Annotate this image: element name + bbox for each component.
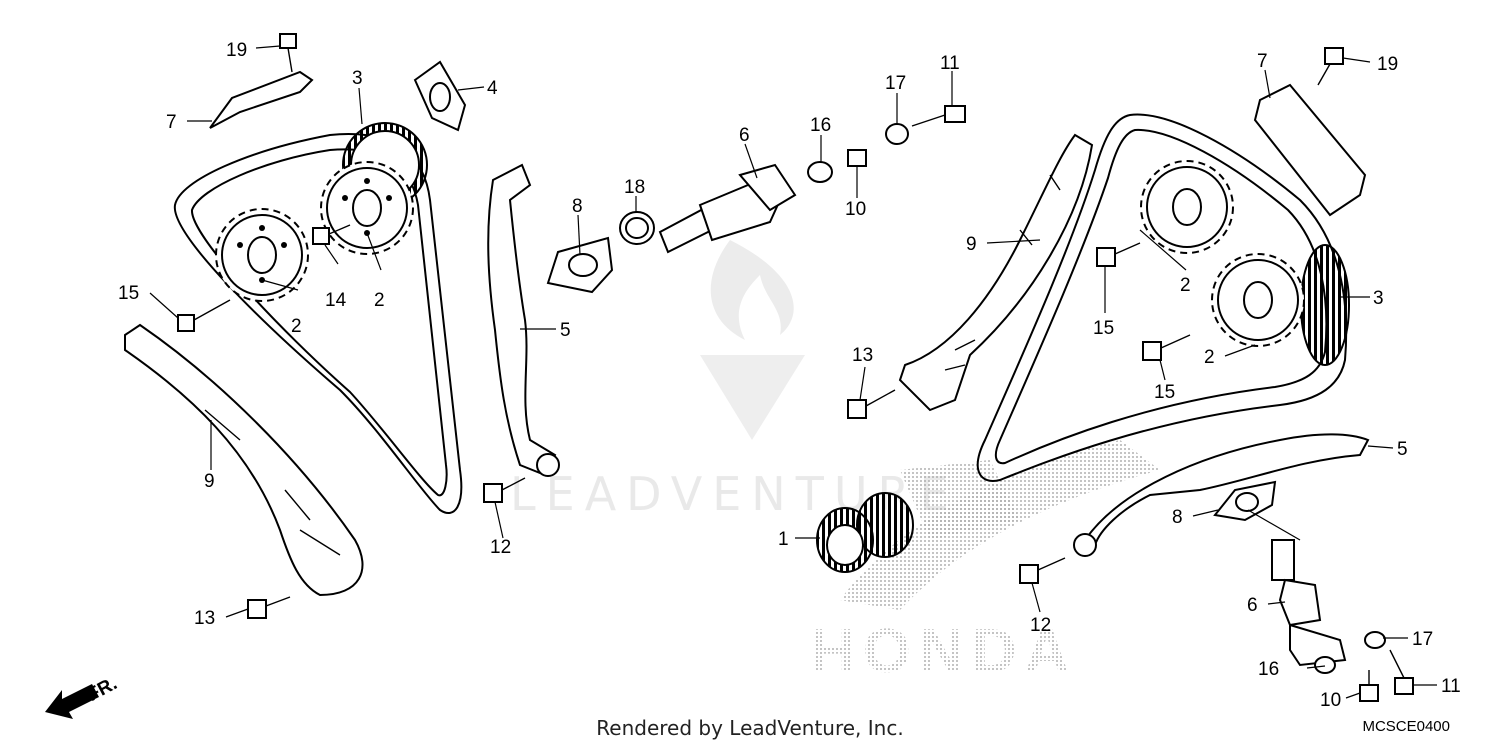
diagram-code: MCSCE0400 (1362, 718, 1450, 735)
washer-16-right (1314, 656, 1336, 674)
washer-17-center (885, 123, 909, 145)
credit-text: Rendered by LeadVenture, Inc. (596, 716, 904, 740)
cam-sprocket-right-b (1211, 253, 1305, 347)
callouts: 19 7 3 4 15 14 2 2 9 13 5 12 8 18 6 16 1… (118, 40, 1461, 711)
callout-5-right: 5 (1397, 439, 1408, 460)
callout-15-right-b: 15 (1154, 382, 1175, 403)
callout-6-right: 6 (1247, 595, 1258, 616)
callout-15-right-a: 15 (1093, 318, 1114, 339)
bolt-15-left (177, 299, 231, 332)
cam-sprocket-left-a (215, 208, 309, 302)
callout-10-center: 10 (845, 199, 866, 220)
callout-2-right-a: 2 (1180, 275, 1191, 296)
bolt-11-center (911, 105, 966, 127)
tensioner-arm-9-left (124, 323, 364, 597)
callout-13-right: 13 (852, 345, 873, 366)
bolt-19-right (1317, 47, 1344, 86)
cam-chain-right (976, 113, 1348, 482)
chain-guide-5-right (1083, 433, 1370, 547)
callout-5-left: 5 (560, 320, 571, 341)
left-assembly (124, 33, 560, 619)
crank-sprocket-1 (816, 492, 914, 573)
washer-17-right (1364, 631, 1386, 649)
bolt-13-left (247, 596, 291, 619)
callout-2-left-b: 2 (374, 290, 385, 311)
right-assembly (816, 47, 1414, 702)
callout-12-right: 12 (1030, 615, 1051, 636)
callout-12-left: 12 (490, 537, 511, 558)
callout-17-right: 17 (1412, 629, 1433, 650)
bolt-13-right (847, 389, 896, 419)
callout-11-right: 11 (1441, 676, 1461, 697)
leader-lines (149, 45, 1437, 699)
callout-13-left: 13 (194, 608, 215, 629)
bolt-10-center (847, 149, 867, 167)
callout-14-left: 14 (325, 290, 347, 311)
callout-19-right: 19 (1377, 54, 1398, 75)
callout-2-left-a: 2 (291, 316, 302, 337)
callout-10-right: 10 (1320, 690, 1341, 711)
tensioner-6-center (658, 163, 797, 254)
bolt-19-left (279, 33, 297, 73)
bolt-12-right (1019, 557, 1066, 584)
cam-sprocket-left-b (320, 161, 414, 255)
center-tensioner (546, 105, 966, 294)
callout-15-left: 15 (118, 283, 139, 304)
callout-8-right: 8 (1172, 507, 1183, 528)
sprocket-3-right (1300, 244, 1350, 366)
callout-3-left: 3 (352, 68, 363, 89)
callout-9-left: 9 (204, 471, 215, 492)
callout-4-left: 4 (487, 78, 498, 99)
bolt-15-right-b (1142, 334, 1191, 361)
callout-7-right: 7 (1257, 51, 1268, 72)
bolt-12-left (483, 477, 526, 503)
cam-chain-left (173, 133, 463, 515)
chain-guide-7-left (209, 70, 314, 129)
callout-19-left: 19 (226, 40, 247, 61)
bolt-14-left (312, 224, 351, 245)
callout-2-right-b: 2 (1204, 347, 1215, 368)
washer-16-center (807, 161, 833, 183)
callout-6-center: 6 (739, 125, 750, 146)
bolt-11-right (1389, 649, 1414, 695)
bolt-15-right-a (1096, 242, 1141, 267)
callout-8-center: 8 (572, 196, 583, 217)
brand-text: HONDA (810, 617, 1077, 686)
callout-3-right: 3 (1373, 288, 1384, 309)
bolt-10-right (1359, 670, 1379, 702)
callout-1: 1 (778, 529, 789, 550)
callout-16-center: 16 (810, 115, 831, 136)
callout-18-center: 18 (624, 177, 645, 198)
callout-9-right: 9 (966, 234, 977, 255)
tensioner-6-right (1271, 539, 1347, 667)
tensioner-arm-9-right (898, 133, 1094, 412)
chain-guide-7-right (1253, 83, 1367, 217)
callout-7-left: 7 (166, 112, 177, 133)
front-marker: FR. (45, 673, 121, 719)
callout-17-center: 17 (885, 73, 906, 94)
callout-16-right: 16 (1258, 659, 1279, 680)
callout-11-center: 11 (940, 53, 960, 74)
cam-sprocket-right-a (1140, 160, 1234, 254)
chain-guide-5-left (487, 163, 557, 477)
